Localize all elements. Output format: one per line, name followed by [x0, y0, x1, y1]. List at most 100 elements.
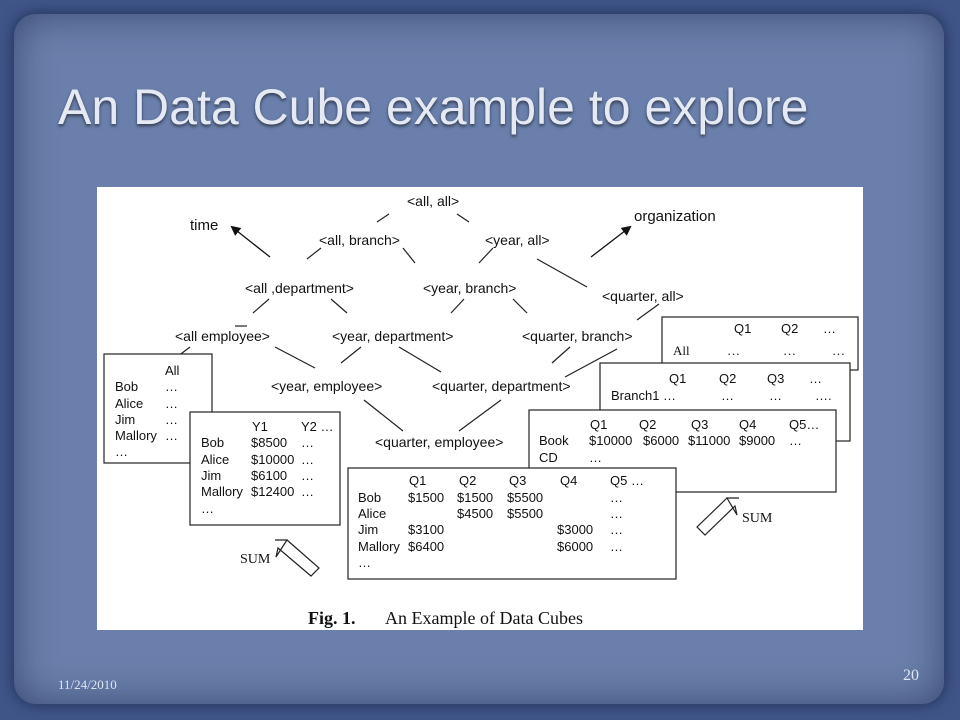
lattice-node: <all, branch>: [319, 232, 400, 248]
table-header-cell: Y1: [252, 419, 268, 434]
slide-date: 11/24/2010: [58, 677, 117, 692]
svg-text:…: …: [589, 450, 602, 465]
svg-text:…: …: [610, 490, 623, 505]
lattice-node: <year, all>: [485, 232, 550, 248]
table-quarter-employee: Q1 Q2 Q3 Q4 Q5 … Bob $1500 $1500 $5500 ……: [347, 467, 677, 580]
svg-text:$9000: $9000: [739, 433, 775, 448]
table-cell: …: [165, 396, 178, 411]
table-cell: Jim: [201, 468, 221, 483]
svg-text:$5500: $5500: [507, 490, 543, 505]
sum-label-left: SUM: [240, 552, 271, 567]
svg-text:Branch1: Branch1: [611, 388, 659, 403]
table-row: All … … …: [673, 343, 845, 358]
table-cell: $12400: [251, 484, 294, 499]
svg-text:$3000: $3000: [557, 522, 593, 537]
table-header-cell: Q3: [509, 473, 526, 488]
lattice-node: <year, department>: [332, 328, 453, 344]
svg-text:$4500: $4500: [457, 506, 493, 521]
lattice-node: <quarter, branch>: [522, 328, 633, 344]
table-cell: …: [301, 484, 314, 499]
organization-arrow: [590, 225, 632, 258]
table-all-employee: All Bob … Alice … Jim … Mallory … …: [103, 353, 213, 464]
svg-text:CD: CD: [539, 450, 558, 465]
table-cell: …: [301, 452, 314, 467]
lattice-node: <all employee>: [175, 328, 270, 344]
table-year-employee: Y1 Y2 … Bob $8500 … Alice $10000 … Jim $…: [189, 411, 341, 526]
lattice-node: <year, branch>: [423, 280, 516, 296]
svg-text:…: …: [358, 555, 371, 570]
table-header-cell: Q1: [590, 417, 607, 432]
sum-arrow-right-icon: [696, 497, 739, 536]
sum-label-right: SUM: [742, 511, 773, 526]
table-header-cell: Q1: [669, 371, 686, 386]
table-cell: Bob: [115, 379, 138, 394]
table-row: Alice $4500 $5500 …: [358, 506, 623, 521]
lattice-edges: [168, 213, 660, 432]
table-cell: Jim: [115, 412, 135, 427]
axis-label-organization: organization: [634, 208, 716, 225]
figure-caption-label: Fig. 1.: [308, 608, 356, 628]
table-cell: …: [165, 412, 178, 427]
axis-label-time: time: [190, 217, 218, 234]
table-cell: Alice: [115, 396, 143, 411]
table-cell: Mallory: [115, 428, 157, 443]
table-header-cell: All: [165, 363, 180, 378]
svg-text:…: …: [610, 522, 623, 537]
table-row: Bob $1500 $1500 $5500 …: [358, 490, 623, 505]
table-header-cell: Q3: [691, 417, 708, 432]
table-header-cell: Q2: [719, 371, 736, 386]
table-header-cell: Q5 …: [610, 473, 644, 488]
table-header-cell: Q2: [459, 473, 476, 488]
lattice-node: <quarter, department>: [432, 378, 571, 394]
table-cell: Bob: [201, 435, 224, 450]
table-header-cell: Q1: [734, 321, 751, 336]
lattice-node: <all, all>: [407, 193, 459, 209]
table-cell: $8500: [251, 435, 287, 450]
svg-text:All: All: [673, 343, 690, 358]
svg-text:…: …: [727, 343, 740, 358]
svg-text:$3100: $3100: [408, 522, 444, 537]
table-header-cell: Q2: [639, 417, 656, 432]
table-cell: …: [115, 444, 128, 459]
table-header-cell: Q2: [781, 321, 798, 336]
table-cell: $10000: [251, 452, 294, 467]
lattice-node: <year, employee>: [271, 378, 382, 394]
lattice-node: <all ,department>: [245, 280, 354, 296]
table-cell: $6100: [251, 468, 287, 483]
figure-caption-text: An Example of Data Cubes: [385, 608, 583, 628]
svg-text:$6000: $6000: [557, 539, 593, 554]
table-row: …: [358, 555, 371, 570]
table-header-cell: Q1: [409, 473, 426, 488]
table-header-cell: Y2 …: [301, 419, 334, 434]
table-cell: …: [165, 428, 178, 443]
svg-text:Book: Book: [539, 433, 569, 448]
svg-text:…: …: [783, 343, 796, 358]
table-cell: …: [201, 501, 214, 516]
table-row: CD …: [539, 450, 602, 465]
svg-text:$11000: $11000: [688, 433, 730, 448]
svg-text:$10000: $10000: [589, 433, 632, 448]
table-cell: …: [301, 468, 314, 483]
svg-text:Mallory: Mallory: [358, 539, 400, 554]
data-cube-figure: time organization <all, all> <all, branc…: [97, 187, 863, 630]
table-row: Mallory $6400 $6000 …: [358, 539, 623, 554]
svg-text:$6000: $6000: [643, 433, 679, 448]
table-cell: Alice: [201, 452, 229, 467]
svg-text:$1500: $1500: [457, 490, 493, 505]
table-header-cell: Q3: [767, 371, 784, 386]
svg-text:Jim: Jim: [358, 522, 378, 537]
svg-text:…: …: [663, 388, 676, 403]
table-cell: …: [165, 379, 178, 394]
svg-text:Bob: Bob: [358, 490, 381, 505]
svg-text:Alice: Alice: [358, 506, 386, 521]
table-header-cell: …: [823, 321, 836, 336]
table-quarter-all: Q1 Q2 … All … … …: [661, 316, 859, 371]
svg-text:….: ….: [815, 388, 832, 403]
data-cube-diagram: time organization <all, all> <all, branc…: [103, 193, 859, 628]
table-header-cell: Q5…: [789, 417, 819, 432]
slide-number: 20: [903, 667, 919, 684]
table-header-cell: …: [809, 371, 822, 386]
time-arrow: [230, 225, 271, 258]
svg-text:…: …: [610, 539, 623, 554]
